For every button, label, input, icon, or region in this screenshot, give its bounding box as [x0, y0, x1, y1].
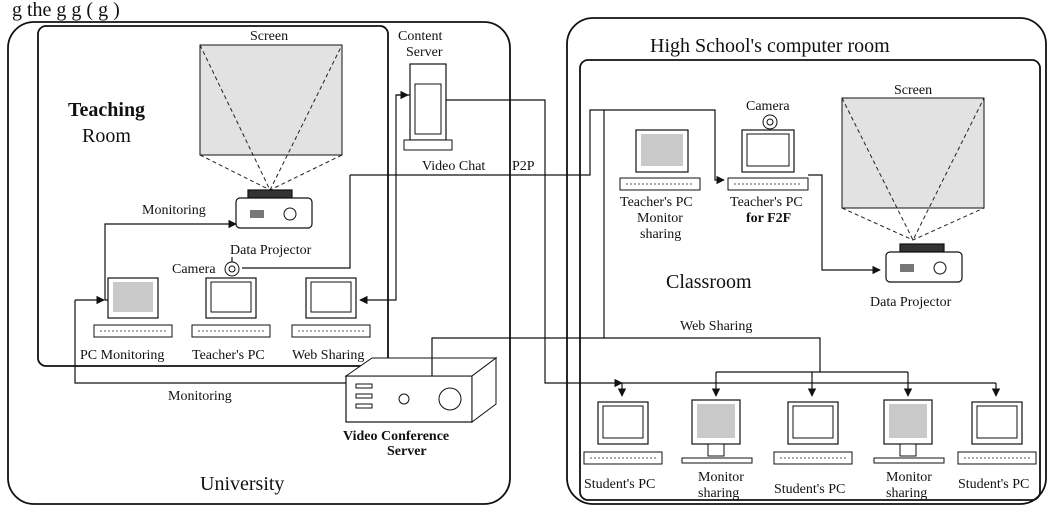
- content-server: [403, 63, 453, 151]
- video-chat-wire: [350, 109, 725, 185]
- projection-rays-right: [841, 97, 985, 242]
- monitoring-label-top: Monitoring: [142, 203, 206, 218]
- university-label: University: [200, 473, 284, 495]
- teachers-pc-monitor-sharing-computer: [619, 129, 701, 191]
- student-pc-2: [773, 401, 853, 465]
- screen-label-right: Screen: [894, 83, 932, 98]
- projection-screen-left: [199, 44, 343, 156]
- student-pc-3: [957, 401, 1037, 465]
- content-to-students-wire: [446, 99, 623, 388]
- student-pc-label-3: Student's PC: [958, 477, 1029, 492]
- student-pc-label-1: Student's PC: [584, 477, 655, 492]
- camera-label-left: Camera: [172, 262, 216, 277]
- camera-label-right: Camera: [746, 99, 790, 114]
- monitor-sharing-label-2b: sharing: [886, 486, 927, 501]
- high-school-label: High School's computer room: [650, 35, 890, 57]
- teachers-pc-monitor-label-2: Monitor: [637, 211, 683, 226]
- data-projector-right: [885, 243, 963, 283]
- teachers-pc-left-label: Teacher's PC: [192, 348, 265, 363]
- teaching-room-frame: [37, 25, 389, 367]
- data-projector-left: [235, 189, 313, 229]
- pc-monitoring-computer: [93, 277, 173, 338]
- data-projector-label-left: Data Projector: [230, 243, 312, 258]
- video-conference-server: [344, 357, 498, 423]
- web-sharing-wire: [431, 337, 821, 376]
- web-sharing-computer: [291, 277, 371, 338]
- content-to-web-sharing-wire: [359, 170, 397, 305]
- p2p-label: P2P: [512, 159, 535, 174]
- teachers-pc-f2f-label-2: for F2F: [746, 211, 791, 226]
- screen-label-left: Screen: [250, 29, 288, 44]
- monitor-sharing-1: [681, 399, 753, 464]
- teachers-pc-left-computer: [191, 277, 271, 338]
- monitoring-wire-top: [104, 219, 237, 301]
- university-frame: [7, 21, 511, 505]
- caption-fragment: g the g g ( g ): [12, 0, 120, 21]
- high-school-frame: [566, 17, 1047, 505]
- teachers-pc-monitor-label-3: sharing: [640, 227, 681, 242]
- vcs-label-1: Video Conference: [343, 429, 449, 444]
- monitor-sharing-2: [873, 399, 945, 464]
- teachers-pc-monitor-label-1: Teacher's PC: [620, 195, 693, 210]
- web-sharing-label-right: Web Sharing: [680, 319, 752, 334]
- teachers-pc-f2f-computer: [727, 129, 809, 191]
- teachers-pc-f2f-label-1: Teacher's PC: [730, 195, 803, 210]
- f2f-to-projector-wire: [808, 174, 881, 275]
- data-projector-label-right: Data Projector: [870, 295, 952, 310]
- video-chat-label: Video Chat: [422, 159, 485, 174]
- content-server-label-2: Server: [406, 45, 443, 60]
- student-pc-label-2: Student's PC: [774, 482, 845, 497]
- web-sharing-label-left: Web Sharing: [292, 348, 364, 363]
- monitoring-label-bottom: Monitoring: [168, 389, 232, 404]
- classroom-frame: [579, 59, 1041, 501]
- teaching-room-label-1: Teaching: [68, 99, 145, 121]
- pc-monitoring-label: PC Monitoring: [80, 348, 164, 363]
- monitor-sharing-label-1b: sharing: [698, 486, 739, 501]
- content-server-label-1: Content: [398, 29, 442, 44]
- vcs-label-2: Server: [387, 444, 427, 459]
- classroom-label: Classroom: [666, 271, 752, 293]
- student-pc-1: [583, 401, 663, 465]
- monitor-sharing-label-1a: Monitor: [698, 470, 744, 485]
- teaching-room-label-2: Room: [82, 125, 131, 147]
- projection-screen-right: [841, 97, 985, 209]
- monitor-sharing-label-2a: Monitor: [886, 470, 932, 485]
